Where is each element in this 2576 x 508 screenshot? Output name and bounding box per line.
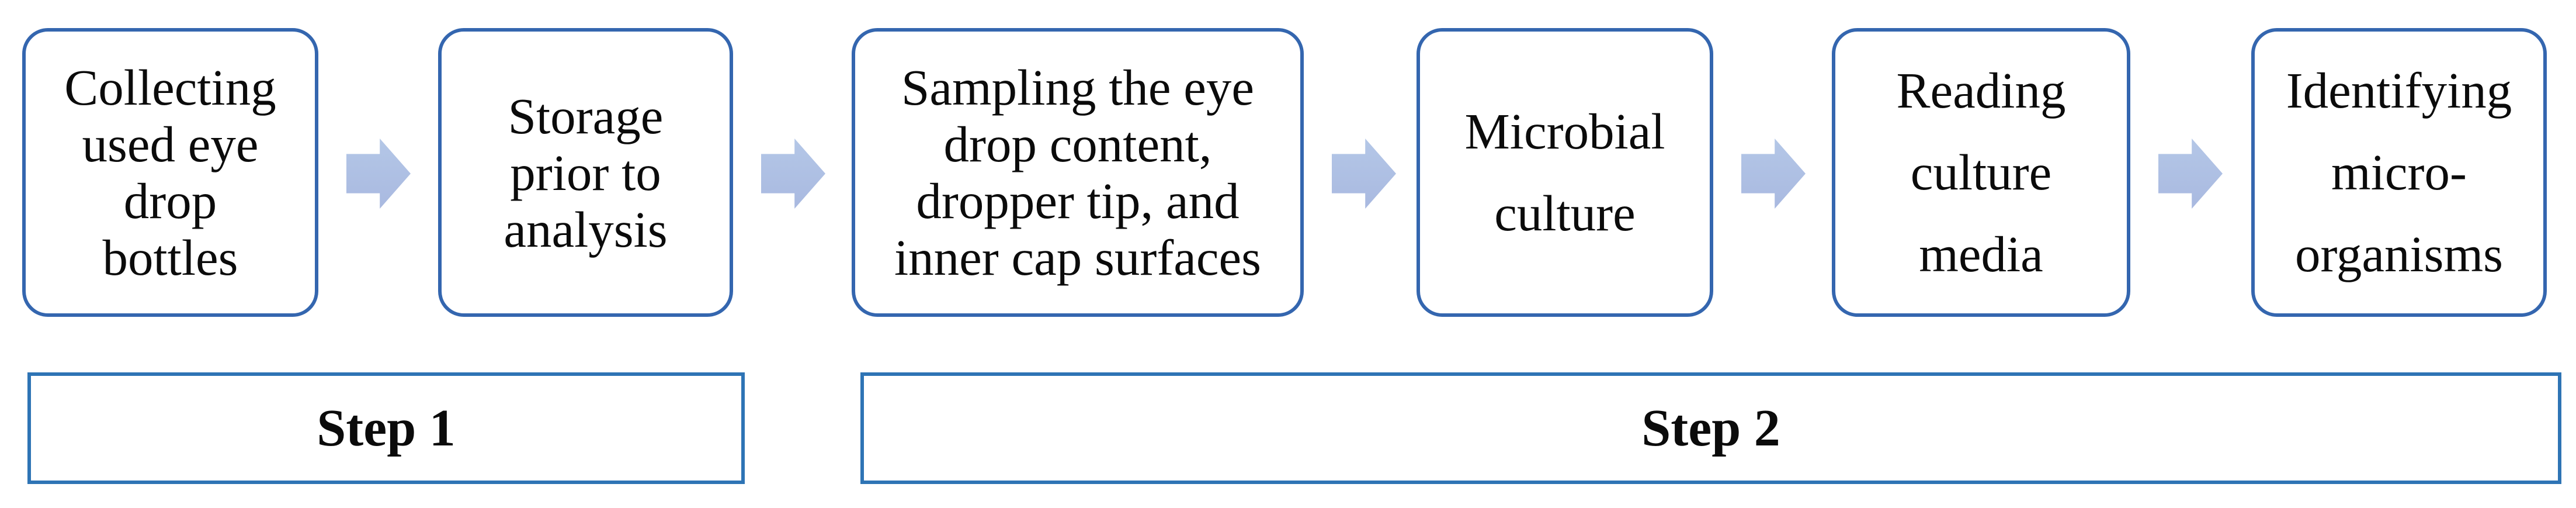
step-2-label: Step 2 [1641, 399, 1780, 457]
box-text-line: drop [123, 172, 217, 229]
box-text-line: inner cap surfaces [894, 229, 1261, 286]
step-2-label-box: Step 2 [860, 372, 2561, 484]
right-block-arrow-icon [761, 139, 825, 209]
box-text-line: media [1919, 226, 2043, 282]
box-text-line: analysis [504, 201, 668, 258]
flow-box-sampling-surfaces: Sampling the eye drop content, dropper t… [852, 28, 1304, 317]
box-text-line: Identifying [2286, 62, 2512, 119]
box-text-line: Microbial [1464, 103, 1665, 160]
step-1-label: Step 1 [317, 399, 456, 457]
flow-box-microbial-culture: Microbial culture [1417, 28, 1713, 317]
box-text-line: culture [1910, 144, 2052, 201]
box-text-line: Collecting [64, 59, 276, 116]
flow-box-storage-prior-to-analysis: Storage prior to analysis [438, 28, 733, 317]
box-text-line: culture [1494, 185, 1636, 241]
flow-box-collecting-used-eye-drop-bottles: Collecting used eye drop bottles [22, 28, 318, 317]
box-text-line: drop content, [943, 116, 1212, 172]
box-text-line: organisms [2294, 226, 2504, 282]
box-text-line: Reading [1896, 62, 2066, 119]
box-text-line: bottles [102, 229, 238, 286]
flow-box-identifying-microorganisms: Identifying micro- organisms [2251, 28, 2547, 317]
right-block-arrow-icon [1741, 139, 1806, 209]
right-block-arrow-icon [346, 139, 411, 209]
box-text-line: Storage [508, 87, 664, 144]
box-text-line: prior to [510, 144, 661, 201]
box-text-line: used eye [82, 116, 259, 172]
right-block-arrow-icon [2158, 139, 2223, 209]
step-1-label-box: Step 1 [27, 372, 745, 484]
box-text-line: micro- [2331, 144, 2467, 201]
right-block-arrow-icon [1332, 139, 1396, 209]
box-text-line: dropper tip, and [916, 172, 1240, 229]
flow-box-reading-culture-media: Reading culture media [1832, 28, 2130, 317]
box-text-line: Sampling the eye [901, 59, 1255, 116]
